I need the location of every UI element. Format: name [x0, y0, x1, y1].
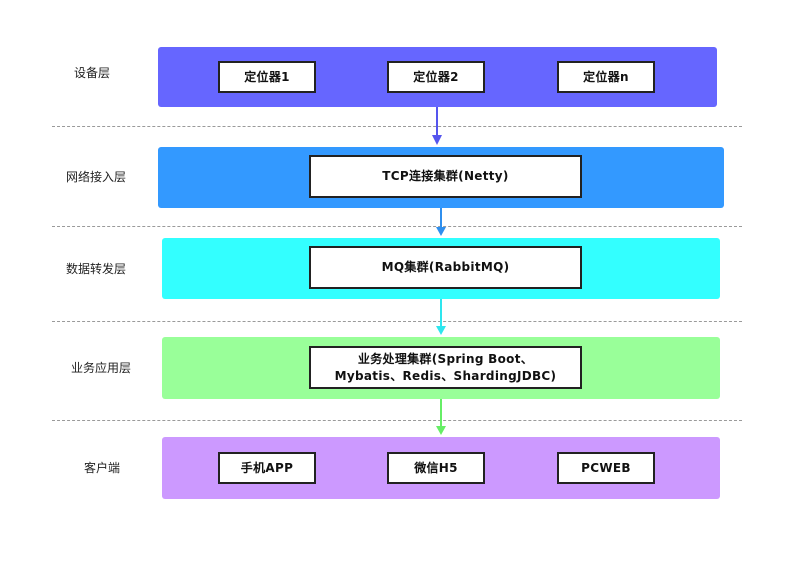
node-mobile-app: 手机APP — [218, 452, 316, 484]
node-locator-n: 定位器n — [557, 61, 655, 93]
node-locator-2: 定位器2 — [387, 61, 485, 93]
separator-4 — [52, 420, 742, 421]
arrow-head — [432, 135, 442, 145]
arrow-head — [436, 326, 446, 335]
node-locator-1: 定位器1 — [218, 61, 316, 93]
separator-1 — [52, 126, 742, 127]
layer-label-forward: 数据转发层 — [66, 262, 127, 276]
arrow-device-to-network — [432, 107, 442, 145]
node-business-cluster: 业务处理集群(Spring Boot、 Mybatis、Redis、Shardi… — [309, 346, 582, 389]
layer-label-client: 客户端 — [84, 461, 121, 475]
node-tcp-cluster: TCP连接集群(Netty) — [309, 155, 582, 198]
separator-2 — [52, 226, 742, 227]
arrow-head — [436, 227, 446, 236]
layer-label-device: 设备层 — [74, 66, 111, 80]
node-wechat-h5: 微信H5 — [387, 452, 485, 484]
node-mq-cluster: MQ集群(RabbitMQ) — [309, 246, 582, 289]
arrow-business-to-client — [436, 399, 446, 435]
separator-3 — [52, 321, 742, 322]
node-pcweb: PCWEB — [557, 452, 655, 484]
arrow-head — [436, 426, 446, 435]
arrow-network-to-forward — [436, 208, 446, 236]
layer-label-business: 业务应用层 — [71, 361, 132, 375]
layer-label-network: 网络接入层 — [66, 170, 127, 184]
arrow-forward-to-business — [436, 299, 446, 335]
